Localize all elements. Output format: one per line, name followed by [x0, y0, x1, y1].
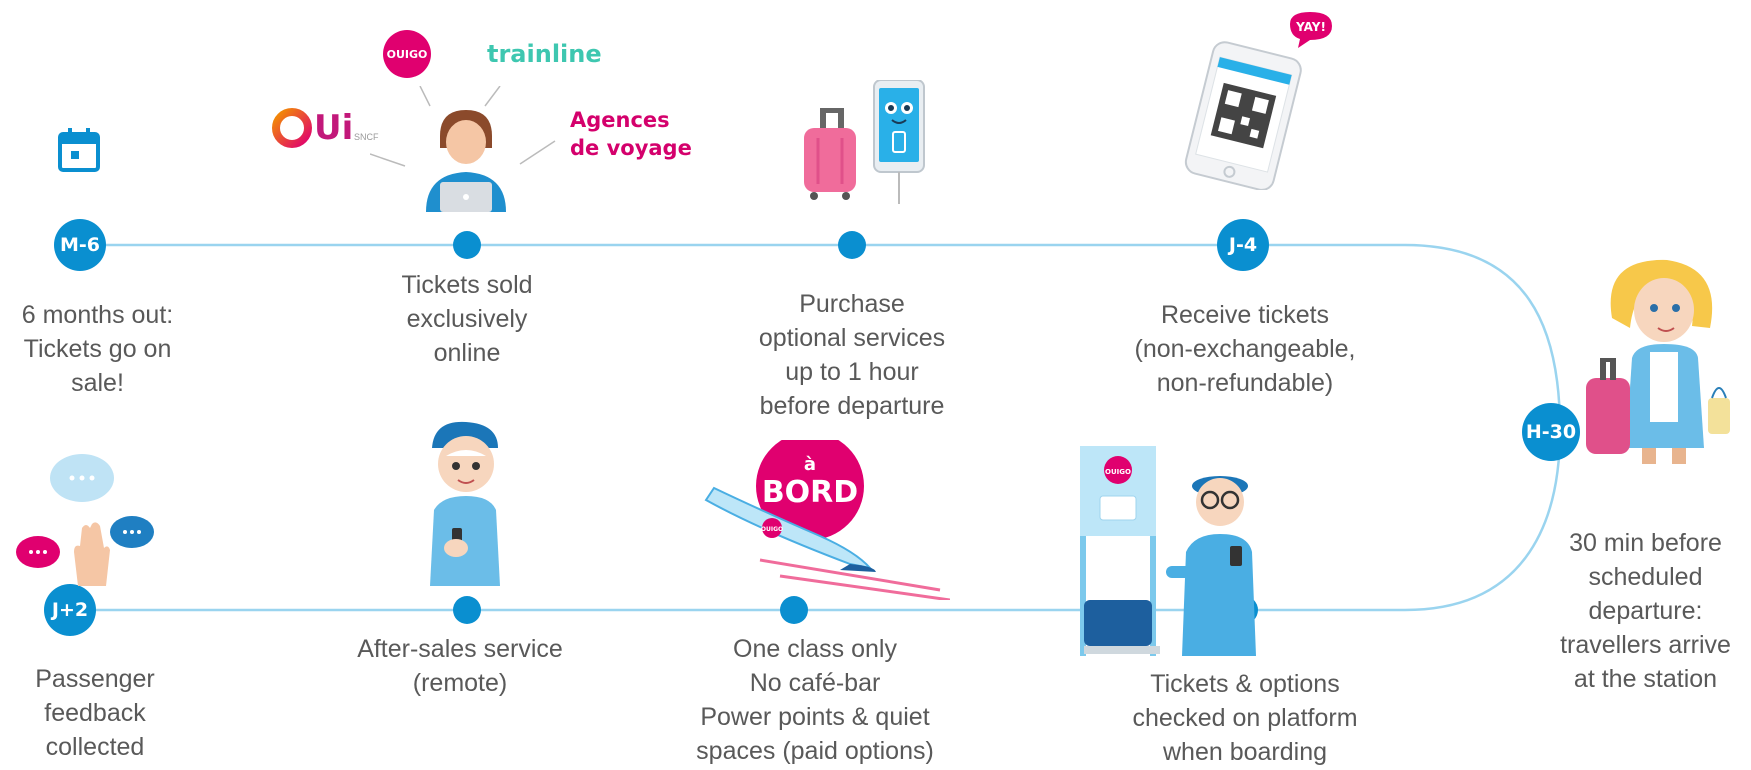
yay-text: YAY! — [1295, 20, 1326, 34]
timeline-node-j4: J-4 — [1217, 219, 1269, 271]
onboard-illustration: à BORD OUIGO — [704, 440, 950, 600]
platform-check-illustration: OUIGO — [1080, 446, 1256, 656]
feedback-illustration — [16, 454, 154, 586]
oui-ring-icon — [272, 108, 312, 148]
timeline-node-online — [453, 231, 481, 259]
ouigo-logo: OUIGO — [383, 30, 431, 78]
calendar-icon — [58, 128, 100, 172]
timeline-node-options — [838, 231, 866, 259]
timeline-node-aftersales — [453, 596, 481, 624]
raised-hand-icon — [74, 522, 110, 586]
chat-bubble-icon — [50, 454, 114, 502]
timeline-node-j2: J+2 — [44, 584, 96, 636]
timeline-node-m6: M-6 — [54, 219, 106, 271]
timeline-node-h30: H-30 — [1522, 403, 1580, 461]
caption-aftersales: After-sales service(remote) — [357, 635, 563, 697]
chat-bubble-icon — [110, 516, 154, 548]
a-bord-text: BORD — [762, 475, 858, 510]
luggage-phone-illustration — [804, 80, 925, 204]
oui-sncf-logo: Ui SNCF — [270, 104, 390, 154]
after-sales-agent-illustration — [430, 421, 500, 586]
train-logo-text: OUIGO — [761, 526, 783, 533]
caption-j4: Receive tickets(non-exchangeable,non-ref… — [1134, 301, 1356, 397]
trainline-logo: trainline — [487, 40, 602, 68]
online-person-illustration — [370, 86, 556, 212]
a-bord-small-text: à — [804, 454, 816, 475]
traveller-illustration — [1586, 259, 1730, 464]
timeline-node-onboard — [780, 596, 808, 624]
chat-bubble-icon — [16, 536, 60, 568]
kiosk-logo-text: OUIGO — [1105, 468, 1131, 476]
agences-logo: Agences de voyage — [570, 108, 692, 160]
ticket-phone-illustration: YAY! — [1184, 12, 1332, 190]
